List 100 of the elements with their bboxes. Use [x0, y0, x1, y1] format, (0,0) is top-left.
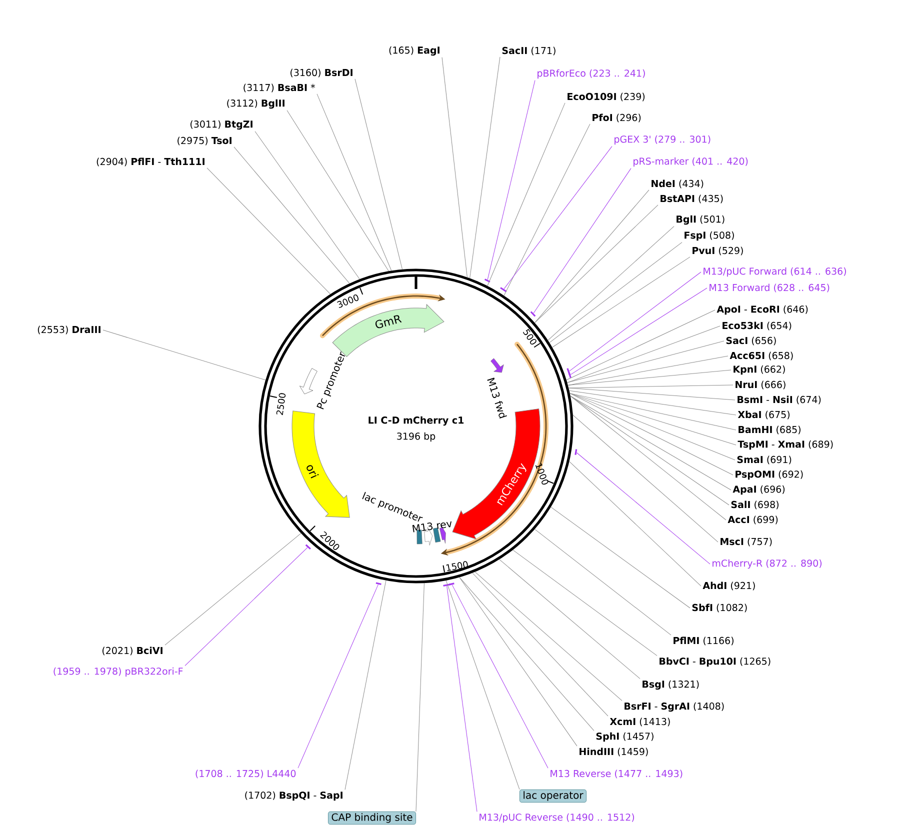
restriction-site-label: HindIII (1459) — [580, 748, 648, 756]
leader-line — [568, 356, 728, 386]
leader-line — [452, 584, 548, 768]
restriction-site-label: SacI (656) — [726, 336, 776, 346]
leader-line — [566, 326, 720, 383]
primer-mark — [376, 582, 382, 586]
restriction-site-label: Acc65I (658) — [730, 352, 793, 360]
restriction-site-label: SphI (1457) — [596, 732, 654, 742]
restriction-site-label: BsrFI - SgrAI (1408) — [624, 702, 724, 712]
primer-label: pRS-marker (401 .. 420) — [634, 157, 748, 167]
leader-line — [354, 78, 403, 270]
leader-line — [184, 547, 308, 666]
leader-line — [416, 582, 424, 812]
leader-line — [570, 393, 736, 460]
restriction-site-label: NdeI (434) — [652, 180, 704, 188]
leader-line — [446, 586, 478, 812]
restriction-site-label: SbfI (1082) — [692, 604, 747, 612]
primer-mark — [305, 544, 311, 550]
restriction-site-label: XbaI (675) — [738, 410, 790, 420]
leader-line — [534, 190, 650, 324]
leader-line — [316, 94, 392, 271]
restriction-site-label: (2553) DraIII — [38, 326, 100, 334]
leader-line — [472, 572, 608, 716]
restriction-site-label: (2021) BciVI — [102, 646, 162, 656]
primer-label: (1708 .. 1725) L4440 — [196, 770, 296, 778]
leader-line — [548, 226, 674, 341]
leader-line — [534, 528, 672, 636]
leader-line — [570, 288, 708, 375]
leader-line — [164, 533, 302, 646]
restriction-site-label: (3117) BsaBI* — [244, 84, 316, 92]
leader-line — [512, 550, 658, 656]
leader-line — [552, 256, 690, 348]
restriction-site-label: AhdI (921) — [702, 582, 755, 590]
leader-line — [459, 576, 578, 746]
plasmid-circle — [258, 268, 574, 584]
leader-line — [254, 131, 360, 280]
restriction-site-label: PfoI (296) — [592, 114, 641, 122]
annotation-box: CAP binding site — [328, 811, 416, 825]
leader-line — [206, 168, 331, 294]
leader-line — [286, 110, 389, 272]
primer-label: M13 Forward (628 .. 645) — [710, 284, 830, 292]
restriction-site-label: PvuI (529) — [692, 246, 743, 256]
leader-line — [568, 384, 734, 388]
primer-label: M13/pUC Forward (614 .. 636) — [704, 267, 846, 277]
restriction-site-label: (2904) PflFI - Tth111I — [96, 158, 204, 166]
restriction-site-label: (3112) BglII — [227, 99, 284, 109]
leader-line — [533, 168, 632, 314]
restriction-site-label: TspMI - XmaI (689) — [738, 440, 833, 450]
restriction-site-label: Eco53kI (654) — [722, 322, 792, 330]
leader-line — [572, 414, 718, 542]
restriction-site-label: SacII (171) — [502, 46, 556, 56]
restriction-site-label: EcoO109I (239) — [568, 92, 645, 102]
leader-line — [570, 393, 736, 446]
leader-line — [499, 559, 640, 679]
restriction-site-label: SalI (698) — [731, 500, 778, 510]
leader-line — [568, 388, 736, 400]
restriction-site-label: (165) EagI — [389, 46, 440, 56]
restriction-site-label: MscI (757) — [720, 538, 772, 546]
restriction-site-label: ApoI - EcoRI (646) — [716, 305, 808, 315]
leader-line — [470, 56, 500, 278]
restriction-site-label: BamHI (685) — [738, 426, 800, 434]
leader-line — [566, 310, 716, 380]
restriction-site-label: KpnI (662) — [734, 365, 785, 375]
restriction-site-label: (2975) TsoI — [178, 136, 232, 146]
leader-line — [576, 452, 710, 564]
primer-label: (1959 .. 1978) pBR322ori-F — [54, 667, 183, 677]
primer-mark — [574, 449, 578, 455]
annotation-box: lac operator — [520, 789, 586, 803]
leader-line — [487, 80, 536, 280]
leader-line — [569, 272, 702, 372]
primer-mark — [443, 584, 450, 587]
restriction-site-label: BstAPI (435) — [660, 194, 723, 204]
leader-line — [442, 57, 468, 278]
leader-line — [569, 390, 736, 416]
leader-line — [234, 146, 350, 284]
primer-mark — [500, 287, 507, 292]
restriction-site-label: PspOMI (692) — [736, 470, 803, 480]
restriction-site-label: PflMI (1166) — [674, 636, 734, 646]
restriction-site-label: XcmI (1413) — [610, 718, 670, 726]
restriction-site-label: (3160) BsrDI — [290, 68, 352, 78]
restriction-site-label: NruI (666) — [736, 380, 786, 390]
restriction-site-label: BsmI - NsiI (674) — [738, 396, 821, 404]
leader-line — [568, 370, 732, 386]
primer-label: pGEX 3' (279 .. 301) — [614, 135, 710, 145]
leader-line — [550, 506, 690, 608]
primer-label: pBRforEco (223 .. 241) — [538, 69, 645, 79]
restriction-site-label: BglI (501) — [676, 215, 724, 225]
leader-line — [344, 580, 386, 790]
tick-label: 2500 — [276, 393, 286, 416]
leader-line — [549, 242, 682, 343]
primer-mark — [568, 372, 572, 378]
restriction-site-label: BbvCI - Bpu10I (1265) — [660, 657, 770, 667]
restriction-site-label: (3011) BtgZI — [190, 120, 252, 130]
leader-line — [504, 146, 612, 290]
leader-line — [298, 584, 378, 768]
restriction-site-label: SmaI (691) — [737, 456, 792, 464]
restriction-site-label: AccI (699) — [728, 516, 778, 524]
primer-mark — [530, 311, 536, 317]
primer-mark — [484, 278, 490, 283]
leader-line — [504, 124, 590, 296]
